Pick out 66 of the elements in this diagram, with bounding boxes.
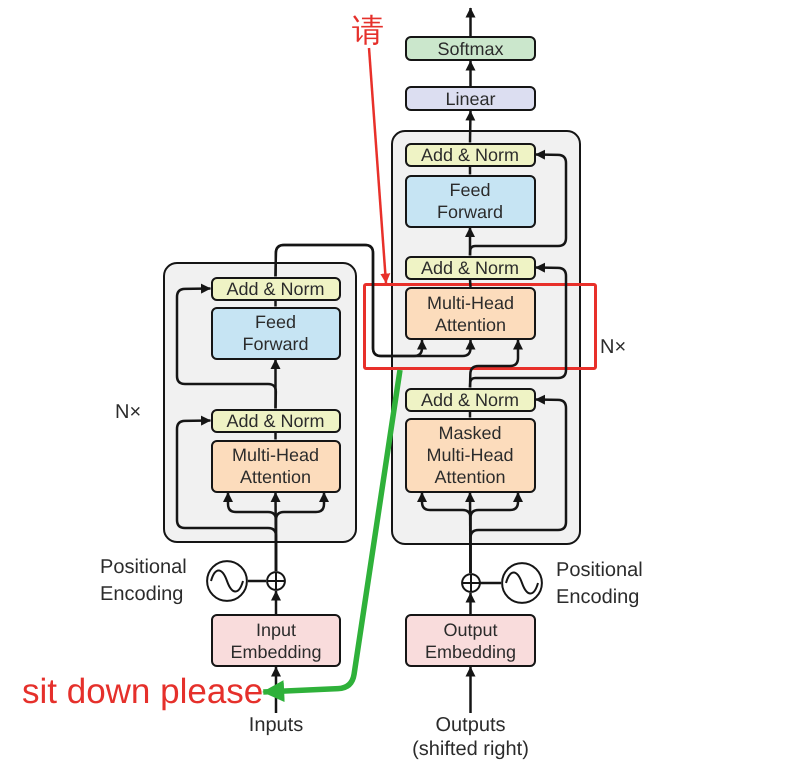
annotation-text: sit down please (22, 672, 264, 712)
layer-label: Add & Norm (420, 144, 520, 166)
arrow (270, 359, 280, 408)
encoding-label: Positional Encoding (556, 558, 644, 610)
highlight-frame (363, 283, 597, 370)
connector-line (468, 166, 472, 174)
connector-line (248, 580, 266, 582)
arrow (274, 244, 476, 358)
layer-box (211, 614, 341, 667)
arrow (465, 110, 476, 143)
layer-label: Multi-Head Attention (230, 444, 320, 488)
arrow (466, 592, 476, 614)
layer-label: Add & Norm (226, 278, 325, 300)
arrow (176, 284, 278, 409)
layer-label: Feed Forward (241, 311, 310, 355)
layer-label: Input Embedding (229, 618, 323, 662)
block-panel (163, 262, 357, 543)
arrow (466, 60, 476, 86)
arrow (468, 150, 568, 256)
layer-box (404, 388, 536, 412)
connector-line (468, 279, 472, 288)
arrow (466, 8, 476, 36)
connector-line (480, 582, 501, 584)
arrow (262, 370, 403, 702)
connector-line (468, 412, 472, 418)
layer-label: Multi-Head Attention (426, 292, 516, 336)
annotation-text: 请 (352, 12, 384, 48)
layer-box (405, 36, 536, 61)
layer-box (404, 174, 536, 228)
output-label: Outputs (shifted right) (410, 713, 532, 761)
layer-label: Add & Norm (226, 410, 325, 432)
layer-box (405, 86, 536, 111)
layer-box (405, 287, 536, 340)
layer-box (210, 408, 340, 432)
layer-label: Add & Norm (420, 256, 520, 278)
arrow (466, 666, 476, 713)
layer-label: Masked Multi-Head Attention (425, 422, 515, 488)
connector-line (274, 432, 277, 440)
encoding-label: Positional Encoding (100, 555, 188, 607)
repeat-label: N× (115, 400, 142, 424)
layer-label: Add & Norm (420, 388, 520, 410)
plus-circle-icon (460, 573, 480, 593)
layer-box (405, 614, 536, 667)
arrow (468, 262, 568, 388)
arrow (270, 492, 281, 571)
layer-box (404, 256, 536, 280)
layer-label: Linear (445, 88, 496, 110)
layer-box (210, 306, 340, 360)
layer-box (210, 276, 340, 300)
layer-label: Softmax (437, 38, 504, 60)
plus-circle-icon (266, 571, 286, 591)
arrow (368, 48, 390, 284)
layer-label: Output Embedding (424, 618, 518, 662)
repeat-label: N× (600, 335, 626, 359)
connector-line (274, 300, 277, 306)
layer-box (404, 142, 536, 166)
input-label: Inputs (248, 713, 304, 737)
layer-label: Feed Forward (436, 179, 504, 223)
arrow (469, 394, 568, 573)
arrow (176, 416, 278, 571)
arrow (465, 492, 476, 573)
arrow (271, 590, 281, 614)
layer-box (210, 440, 340, 492)
sine-wave-icon (501, 562, 543, 604)
layer-box (404, 418, 536, 492)
sine-wave-icon (206, 560, 248, 602)
